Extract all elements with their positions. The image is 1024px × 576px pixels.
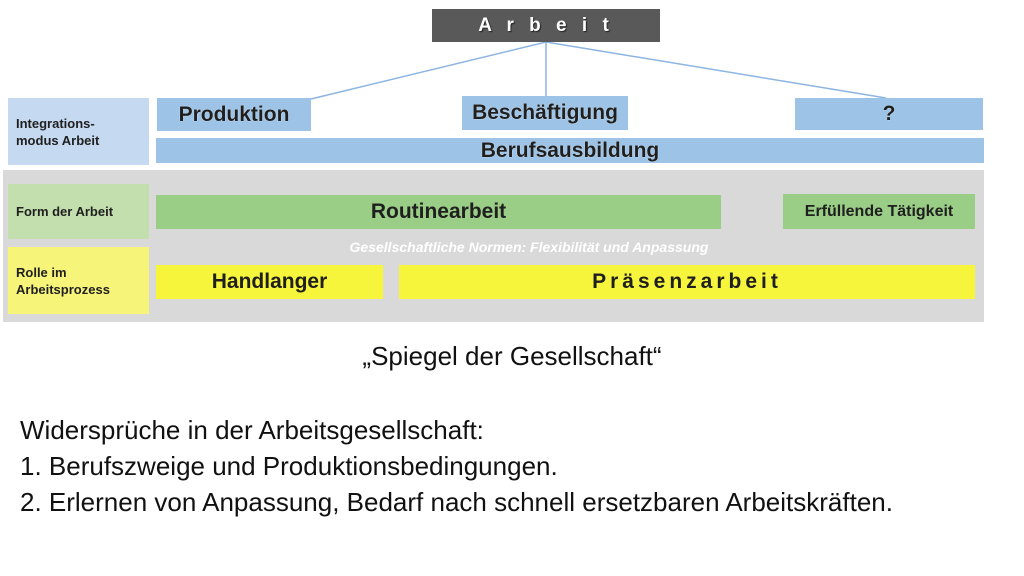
quote-text: „Spiegel der Gesellschaft“ [362,341,662,371]
root-node-arbeit: A r b e i t [432,9,660,42]
node-routinearbeit: Routinearbeit [156,195,721,229]
norms-caption: Gesellschaftliche Normen: Flexibilität u… [349,239,709,255]
side-label-role: Rolle im Arbeitsprozess [8,247,149,314]
node-erfuellende-taetigkeit: Erfüllende Tätigkeit [783,194,975,229]
node-beschaeftigung: Beschäftigung [462,96,628,130]
contradictions-heading: Widersprüche in der Arbeitsgesellschaft: [20,415,484,445]
side-label-integration-text: Integrations- modus Arbeit [16,115,100,148]
node-praesenzarbeit: Präsenzarbeit [399,265,975,299]
side-label-role-text: Rolle im Arbeitsprozess [16,264,110,297]
contradiction-point-2: 2. Erlernen von Anpassung, Bedarf nach s… [20,487,893,517]
side-label-form-text: Form der Arbeit [16,204,114,219]
node-berufsausbildung: Berufsausbildung [156,138,984,163]
contradiction-point-1: 1. Berufszweige und Produktionsbedingung… [20,451,558,481]
node-produktion: Produktion [157,98,311,131]
connector-produktion [310,41,547,100]
connector-unknown [545,41,887,99]
side-label-form: Form der Arbeit [8,184,149,239]
contradictions-block: Widersprüche in der Arbeitsgesellschaft:… [20,412,1020,522]
node-handlanger: Handlanger [156,265,383,299]
side-label-integration: Integrations- modus Arbeit [8,98,149,165]
node-unknown: ? [795,98,983,130]
